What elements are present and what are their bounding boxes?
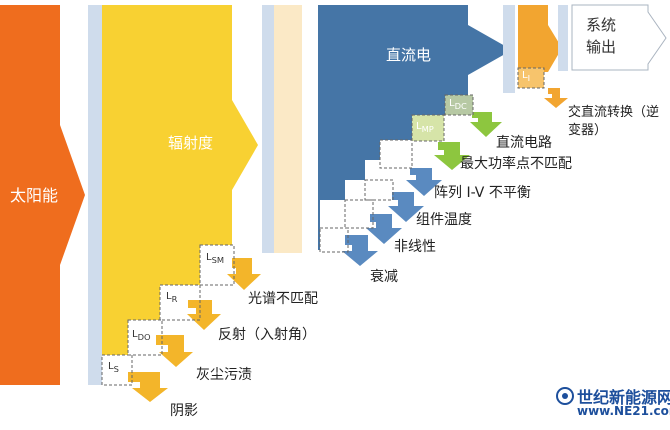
loss-box-lmp <box>411 114 445 142</box>
loss-label-lt: 组件温度 <box>416 212 472 228</box>
loss-sub-liv: IV <box>389 150 398 160</box>
loss-arrow-lnl <box>366 214 402 244</box>
loss-box-ldo <box>127 319 163 356</box>
loss-tag-ldr: LDR <box>323 233 341 246</box>
loss-sub-lt: T <box>374 185 380 195</box>
loss-arrow-ldc <box>470 112 502 137</box>
loss-tag-ls: LS <box>108 361 119 374</box>
system-output-label-line2: 输出 <box>586 38 617 56</box>
loss-box-ldr <box>319 227 349 253</box>
loss-label-lr: 反射（入射角） <box>218 327 316 343</box>
loss-label-li: 交直流转换（逆变器） <box>568 105 660 138</box>
watermark-title: 世纪新能源网 <box>577 388 670 407</box>
loss-tag-lmp: LMP <box>416 121 434 134</box>
loss-sub-lnl: NL <box>353 208 365 218</box>
loss-arrow-lmp <box>434 142 470 170</box>
loss-sub-ldo: DO <box>137 332 151 342</box>
loss-arrow-ls <box>128 372 168 402</box>
loss-arrow-lr <box>187 300 221 330</box>
loss-sub-ls: S <box>113 364 119 374</box>
solar-input-arrow <box>0 5 85 385</box>
loss-sub-li: I <box>527 73 531 83</box>
loss-tag-lsm: LSM <box>206 252 225 265</box>
loss-label-ldr: 衰减 <box>370 269 398 285</box>
loss-arrow-lsm <box>227 258 261 290</box>
loss-tag-ldc: LDC <box>449 98 467 111</box>
loss-arrow-lt <box>388 192 424 222</box>
dc-block <box>318 5 512 250</box>
irradiance-edge-strip <box>88 5 102 385</box>
loss-tag-li: LI <box>522 70 531 83</box>
loss-box-lnl <box>344 199 374 229</box>
loss-box-lsm <box>199 244 235 286</box>
loss-label-ldo: 灰尘污渍 <box>196 367 252 383</box>
loss-label-lnl: 非线性 <box>394 239 436 255</box>
system-output-label-line1: 系统 <box>586 16 617 34</box>
watermark-url: www.NE21.com <box>577 404 670 418</box>
loss-tag-lr: LR <box>166 291 178 304</box>
loss-label-lmp: 最大功率点不匹配 <box>460 156 572 172</box>
loss-box-ls <box>101 354 133 386</box>
irradiance-block <box>102 5 258 355</box>
solar-label: 太阳能 <box>10 186 59 205</box>
ac-edge-strip <box>558 5 568 71</box>
loss-box-li <box>517 67 545 89</box>
loss-sub-ldr: DR <box>328 236 341 246</box>
irradiance-label: 辐射度 <box>168 134 214 152</box>
watermark-logo-icon <box>556 387 574 405</box>
loss-sub-lr: R <box>171 294 178 304</box>
loss-tag-liv: LIV <box>384 147 398 160</box>
loss-tag-ldo: LDO <box>132 329 151 342</box>
system-output-arrow <box>571 4 667 71</box>
loss-label-lsm: 光谱不匹配 <box>248 291 318 307</box>
loss-box-ldc <box>444 94 474 116</box>
loss-arrow-li <box>544 88 568 108</box>
loss-tag-lnl: LNL <box>348 205 365 218</box>
loss-label-ls: 阴影 <box>170 403 198 419</box>
ac-block <box>518 5 562 72</box>
loss-sub-ldc: DC <box>454 101 467 111</box>
loss-arrow-ldo <box>156 335 193 367</box>
loss-label-ldc: 直流电路 <box>496 135 552 151</box>
irradiance-transition-blue <box>262 5 274 253</box>
loss-box-liv <box>379 139 413 169</box>
loss-box-lr <box>159 284 201 321</box>
loss-arrow-liv <box>406 168 442 196</box>
loss-label-liv: 阵列 I-V 不平衡 <box>434 185 531 201</box>
loss-tag-lt: LT <box>369 182 380 195</box>
loss-arrow-ldr <box>342 235 378 266</box>
dc-label: 直流电 <box>386 46 432 64</box>
watermark: 世纪新能源网 www.NE21.com <box>555 380 670 426</box>
loss-sub-lmp: MP <box>421 124 434 134</box>
loss-sub-lsm: SM <box>211 255 225 265</box>
dc-edge-strip <box>503 5 515 93</box>
loss-box-lt <box>364 179 394 201</box>
